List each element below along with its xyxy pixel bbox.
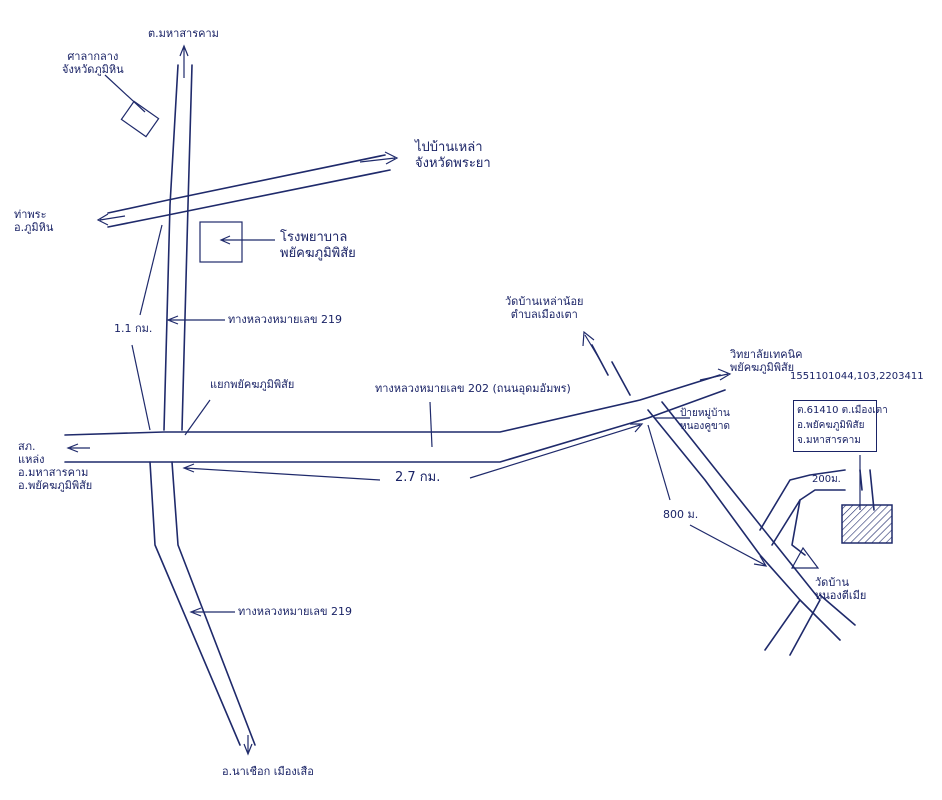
label-south-end: อ.นาเชือก เมืองเสือ bbox=[222, 765, 314, 778]
hospital-marker bbox=[199, 221, 243, 263]
distance-800m-line-lower bbox=[689, 524, 768, 567]
govt-office-marker bbox=[120, 100, 160, 138]
intersection-pointer bbox=[184, 399, 211, 436]
label-to-bankhok: ไปบ้านเหล่า จังหวัดพระยา bbox=[415, 140, 491, 171]
side-road-d bbox=[859, 469, 875, 511]
govt-office-pointer bbox=[104, 74, 146, 113]
route-219-north-pointer bbox=[166, 315, 225, 325]
side-road-b bbox=[771, 489, 846, 546]
label-route-202: ทางหลวงหมายเลข 202 (ถนนอุดมอัมพร) bbox=[375, 382, 571, 395]
label-route-219-north: ทางหลวงหมายเลข 219 bbox=[228, 313, 342, 326]
road-219-south-east-edge bbox=[171, 461, 256, 746]
distance-27km-line-left bbox=[182, 463, 381, 481]
label-govt-office: ศาลากลาง จังหวัดภูมิหิน bbox=[62, 50, 124, 76]
road-219-south-west-edge bbox=[149, 461, 241, 746]
box-line-3: จ.มหาสารคาม bbox=[797, 435, 861, 446]
north-branch-arrow-icon bbox=[582, 330, 601, 361]
label-left-cross: สภ. แหล่ง อ.มหาสารคาม อ.พยัคฆภูมิพิสัย bbox=[18, 440, 93, 492]
box-line-1: ต.61410 ต.เมืองเตา bbox=[797, 405, 888, 416]
upper-right-arrow-icon bbox=[359, 151, 399, 165]
box-line-2: อ.พยัคฆภูมิพิสัย bbox=[797, 420, 865, 431]
label-intersection: แยกพยัคฆภูมิพิสัย bbox=[210, 378, 295, 391]
route-219-south-pointer bbox=[189, 607, 235, 617]
label-north-end: ต.มหาสารคาม bbox=[148, 27, 219, 40]
west-arrow-icon bbox=[66, 443, 90, 453]
branch-road-east-edge bbox=[661, 401, 821, 656]
label-route-219-south: ทางหลวงหมายเลข 219 bbox=[238, 605, 352, 618]
branch-road-spur bbox=[799, 594, 856, 641]
label-tapra: ท่าพระ อ.ภูมิหิน bbox=[14, 208, 54, 234]
label-hospital: โรงพยาบาล พยัคฆภูมิพิสัย bbox=[280, 230, 356, 261]
distance-27km-line-right bbox=[469, 423, 644, 479]
route-202-pointer bbox=[429, 401, 433, 448]
label-distance-27km: 2.7 กม. bbox=[395, 470, 441, 485]
south-arrow-icon bbox=[243, 735, 253, 756]
label-temple-north: วัดบ้านเหล่าน้อย ตำบลเมืองเตา bbox=[505, 295, 584, 321]
parcel-info-box: ต.61410 ต.เมืองเตา อ.พยัคฆภูมิพิสัย จ.มห… bbox=[793, 400, 888, 452]
upper-left-arrow-icon bbox=[96, 213, 126, 226]
label-school: วิทยาลัยเทคนิค พยัคฆภูมิพิสัย bbox=[730, 348, 803, 374]
parcel-hatched-area bbox=[841, 504, 893, 544]
temple-marker-icon bbox=[790, 546, 820, 569]
road-219-north-west-edge bbox=[163, 64, 179, 431]
east-arrow-icon bbox=[699, 368, 732, 381]
branch-road-west-edge bbox=[647, 409, 801, 651]
road-202-south-edge bbox=[64, 389, 726, 463]
label-temple-village: วัดบ้าน หนองตีเมีย bbox=[815, 576, 867, 602]
side-road-a bbox=[759, 469, 846, 531]
upper-crossroad-north-edge bbox=[107, 154, 386, 214]
distance-11km-line-lower bbox=[131, 344, 151, 431]
north-branch-road-edge-2 bbox=[611, 361, 631, 396]
distance-11km-line-upper bbox=[139, 224, 163, 316]
road-202-north-edge bbox=[64, 374, 721, 436]
distance-800m-line-upper bbox=[647, 424, 671, 501]
hospital-pointer bbox=[219, 235, 275, 245]
label-distance-11km: 1.1 กม. bbox=[114, 322, 153, 335]
label-parcel-code: 1551101044,103,2203411 bbox=[790, 371, 924, 382]
upper-crossroad-south-edge bbox=[107, 169, 391, 228]
road-219-north-east-edge bbox=[181, 64, 193, 431]
label-village-sign: ป้ายหมู่บ้าน หนองคูขาด bbox=[680, 408, 730, 432]
label-distance-200m: 200ม. bbox=[812, 474, 841, 485]
north-arrow-icon bbox=[179, 44, 189, 78]
label-distance-800m: 800 ม. bbox=[663, 508, 699, 521]
